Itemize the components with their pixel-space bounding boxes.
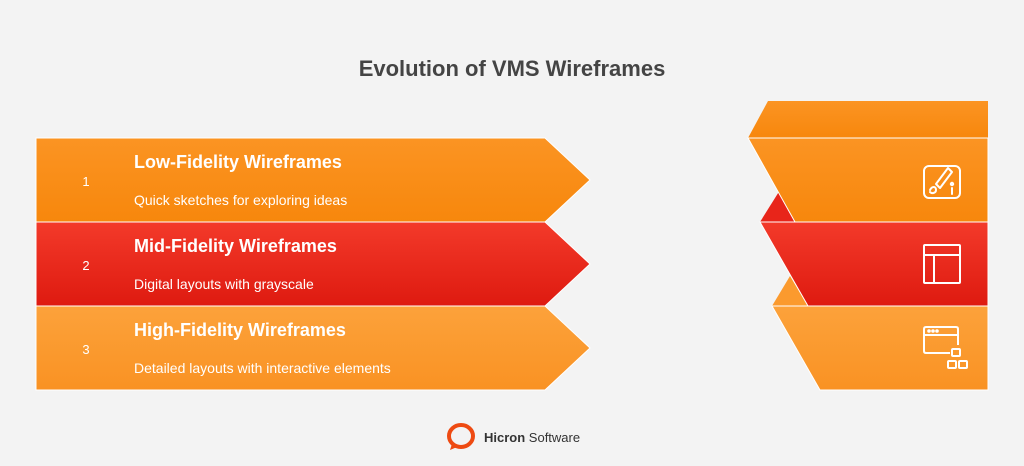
layout-grid-icon — [923, 244, 961, 284]
stage-1-description: Quick sketches for exploring ideas — [134, 192, 348, 208]
stage-1-title: Low-Fidelity Wireframes — [134, 152, 342, 172]
sketch-pen-icon — [923, 165, 961, 199]
hicron-logo-icon — [447, 423, 475, 450]
stage-3-arrow — [35, 305, 591, 391]
stage-3-number: 3 — [82, 342, 90, 357]
stage-1-arrow — [35, 137, 591, 223]
stage-3-row: 3 High-Fidelity Wireframes Detailed layo… — [0, 306, 560, 390]
brand-logo: Hicron Software — [446, 422, 580, 452]
stage-2-number: 2 — [82, 258, 90, 273]
stage-2-arrow — [35, 221, 591, 307]
diagram-title: Evolution of VMS Wireframes — [358, 56, 666, 81]
stage-2-row: 2 Mid-Fidelity Wireframes Digital layout… — [0, 222, 560, 306]
top-tab-shape — [748, 101, 988, 138]
stage-3-description: Detailed layouts with interactive elemen… — [134, 360, 391, 376]
brand-name-regular: Software — [528, 429, 581, 445]
accent-triangle-orange — [772, 276, 808, 306]
stage-1-row: 1 Low-Fidelity Wireframes Quick sketches… — [0, 138, 560, 222]
stage-3-title: High-Fidelity Wireframes — [134, 320, 346, 340]
brand-name: Hicron Software — [484, 430, 580, 445]
stage-2-title: Mid-Fidelity Wireframes — [134, 236, 337, 256]
browser-components-icon — [923, 326, 968, 369]
stage-2-description: Digital layouts with grayscale — [134, 276, 314, 292]
stage-1-number: 1 — [82, 174, 90, 189]
brand-name-bold: Hicron — [484, 429, 526, 445]
